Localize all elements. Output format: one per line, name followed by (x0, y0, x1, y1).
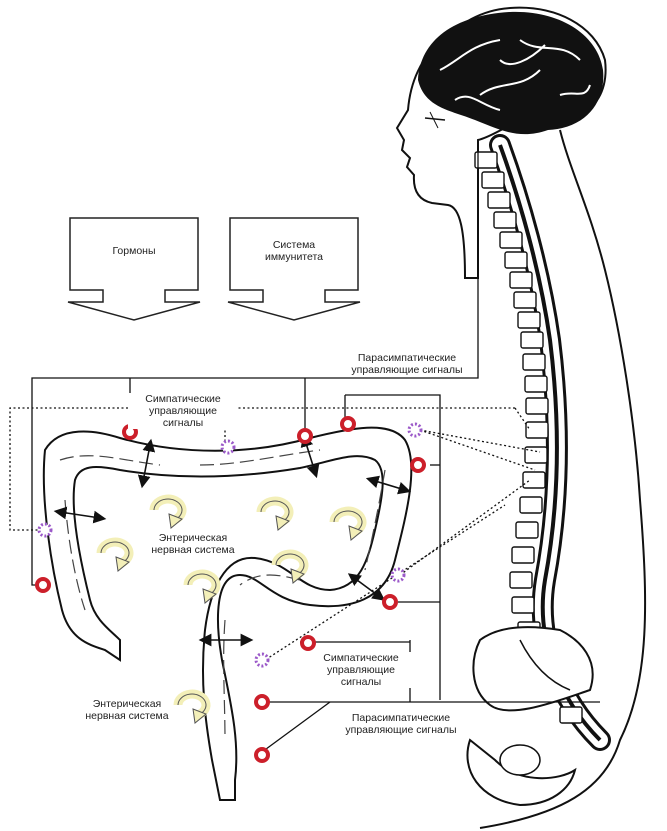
parasympathetic-ending-marker (300, 635, 316, 651)
vertebra (515, 521, 539, 539)
enteric-rotation-arrow (271, 549, 309, 584)
vertebra (517, 311, 541, 329)
vertebra (493, 211, 517, 229)
parasympathetic-ending-marker (382, 594, 398, 610)
nerve-endings (35, 416, 426, 763)
sympathetic-bottom-line2: управляющие (327, 664, 395, 676)
pelvis (466, 626, 594, 807)
enteric-rotation-arrow (173, 689, 211, 724)
vertebra (509, 271, 533, 289)
parasympathetic-label-top: Парасимпатические управляющие сигналы (334, 352, 480, 376)
vertebra (499, 231, 523, 249)
colon-wall-arrows (53, 433, 412, 647)
sympathetic-label-bottom: Симпатические управляющие сигналы (306, 652, 416, 688)
vertebra (525, 397, 549, 415)
sympathetic-ending-marker (407, 422, 423, 438)
sympathetic-label-top: Симпатические управляющие сигналы (128, 393, 238, 429)
sympathetic-bottom-line3: сигналы (340, 676, 382, 688)
parasympathetic-ending-marker (410, 457, 426, 473)
enteric-left-line2: нервная система (85, 710, 169, 722)
enteric-label-center: Энтерическая нервная система (138, 532, 248, 556)
immunity-box (227, 217, 361, 321)
sympathetic-ending-marker (390, 567, 406, 583)
vertebra (559, 706, 583, 724)
parasympathetic-top-line1: Парасимпатические (357, 352, 457, 364)
vertebra (525, 421, 549, 439)
parasympathetic-bottom-line1: Парасимпатические (351, 712, 451, 724)
vertebra (487, 191, 511, 209)
immunity-label-line1: Система (272, 239, 316, 251)
vertebra (524, 375, 548, 393)
parasympathetic-ending-marker (254, 694, 270, 710)
vertebra (513, 291, 537, 309)
enteric-center-line2: нервная система (151, 544, 235, 556)
parasympathetic-top-line2: управляющие сигналы (351, 364, 463, 376)
parasympathetic-ending-marker (297, 428, 313, 444)
vertebra (511, 546, 535, 564)
sympathetic-ending-marker (254, 652, 270, 668)
parasympathetic-bottom-line2: управляющие сигналы (345, 724, 457, 736)
parasympathetic-ending-marker (254, 747, 270, 763)
enteric-label-left: Энтерическая нервная система (72, 698, 182, 722)
vertebra (524, 446, 548, 464)
enteric-center-line1: Энтерическая (158, 532, 228, 544)
immunity-label: Система иммунитета (230, 239, 358, 263)
parasympathetic-ending-marker (340, 416, 356, 432)
colon (42, 426, 413, 801)
enteric-rotation-arrow (96, 537, 134, 572)
back-outline (479, 129, 647, 829)
vertebra (522, 471, 546, 489)
immunity-label-line2: иммунитета (264, 251, 324, 263)
sympathetic-bottom-line1: Симпатические (323, 652, 399, 664)
vertebra (504, 251, 528, 269)
enteric-rotation-arrow (149, 494, 187, 529)
parasympathetic-label-bottom: Парасимпатические управляющие сигналы (328, 712, 474, 736)
enteric-left-line1: Энтерическая (92, 698, 162, 710)
vertebra (509, 571, 533, 589)
sympathetic-ending-marker (37, 522, 53, 538)
sympathetic-ending-marker (220, 439, 236, 455)
parasympathetic-ending-marker (35, 577, 51, 593)
vertebra (511, 596, 535, 614)
eye (424, 111, 446, 129)
vertebra (519, 496, 543, 514)
enteric-rotation-arrow (256, 496, 294, 531)
sympathetic-top-line1: Симпатические (145, 393, 221, 405)
brain (418, 11, 604, 135)
vertebra (520, 331, 544, 349)
sympathetic-top-line2: управляющие (149, 405, 217, 417)
enteric-rotation-arrow (329, 506, 367, 541)
sympathetic-top-line3: сигналы (162, 417, 204, 429)
enteric-rotation-arrow (183, 569, 221, 604)
enteric-circular-arrows (96, 494, 367, 724)
hormones-box (67, 217, 201, 321)
vertebra (522, 353, 546, 371)
vertebra (481, 171, 505, 189)
hormones-label: Гормоны (112, 245, 156, 257)
vertebra (474, 151, 498, 169)
